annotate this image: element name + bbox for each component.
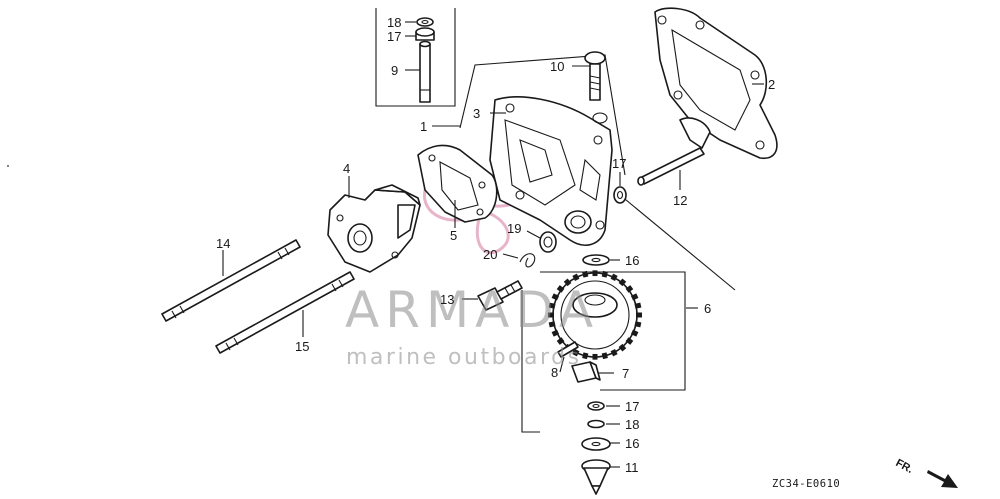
gear-tooth — [634, 321, 642, 328]
callout-2: 2 — [768, 77, 775, 92]
weight-7 — [571, 361, 601, 383]
pin-8 — [557, 341, 579, 358]
gear-tooth — [582, 352, 589, 360]
gear-tooth — [572, 273, 580, 282]
gear-assembly-box-6 — [540, 271, 686, 391]
callout-18-lower: 18 — [625, 417, 639, 432]
gear-tooth — [551, 329, 560, 337]
gear-tooth — [582, 270, 589, 278]
gear-tooth — [563, 278, 572, 287]
group-bracket-1 — [459, 54, 626, 176]
gear-tooth — [556, 337, 565, 345]
pump-housing-3 — [489, 96, 613, 246]
callout-4: 4 — [343, 161, 350, 176]
callout-11: 11 — [625, 460, 639, 475]
group-connector-line — [619, 194, 736, 291]
shaft-assembly-group-9 — [375, 8, 456, 107]
gear-tooth — [630, 293, 639, 301]
lower-group-bracket — [521, 290, 540, 433]
gear-tooth — [601, 352, 608, 360]
washer-18-top — [416, 17, 434, 27]
gear-tooth — [572, 348, 580, 357]
bolt-10 — [584, 51, 606, 101]
callout-20: 20 — [483, 247, 497, 262]
callout-16-lower: 16 — [625, 436, 639, 451]
bracket-4 — [327, 184, 421, 273]
seal-17-right — [613, 186, 627, 204]
gear-tooth — [610, 348, 618, 357]
gear-6 — [548, 270, 642, 360]
callout-17-lower: 17 — [625, 399, 639, 414]
callout-6: 6 — [704, 301, 711, 316]
callout-9: 9 — [391, 63, 398, 78]
washer-17-lower — [587, 401, 605, 411]
callout-13: 13 — [440, 292, 454, 307]
watermark-brand: ARMADA — [345, 281, 599, 339]
clip-20 — [519, 253, 536, 268]
stud-14 — [161, 239, 301, 322]
gear-tooth — [625, 285, 634, 293]
washer-16-lower — [581, 437, 611, 451]
callout-15: 15 — [295, 339, 309, 354]
gear-tooth — [625, 337, 634, 345]
gear-tooth — [551, 293, 560, 301]
stud-15 — [215, 271, 355, 354]
callout-10: 10 — [550, 59, 564, 74]
leader-lines — [222, 65, 764, 468]
gear-tooth — [556, 285, 565, 293]
gasket-5 — [417, 144, 498, 223]
callout-17-right: 17 — [612, 156, 626, 171]
callout-1: 1 — [420, 119, 427, 134]
clip-18-lower — [587, 419, 605, 429]
callout-18-top: 18 — [387, 15, 401, 30]
callout-3: 3 — [473, 106, 480, 121]
gear-tooth — [634, 302, 642, 309]
callout-17-top: 17 — [387, 29, 401, 44]
seal-19 — [539, 231, 557, 253]
gear-tooth — [548, 321, 556, 328]
callout-5: 5 — [450, 228, 457, 243]
watermark-tagline: marine outboards — [346, 345, 582, 370]
gear-tooth — [618, 343, 627, 352]
front-marker-label: FR. — [894, 457, 915, 476]
gear-tooth — [618, 278, 627, 287]
gear-tooth — [610, 273, 618, 282]
washer-16-upper — [582, 254, 610, 266]
gasket-2 — [654, 7, 778, 160]
callout-8: 8 — [551, 365, 558, 380]
bolt-13 — [477, 280, 523, 311]
callout-19: 19 — [507, 221, 521, 236]
diagram-code: ZC34-E0610 — [772, 478, 840, 490]
callout-16-upper: 16 — [625, 253, 639, 268]
shaft-9 — [419, 43, 431, 103]
callout-labels: 18 17 9 10 2 3 1 4 17 12 5 19 14 20 16 1… — [216, 15, 775, 475]
gear-tooth — [548, 302, 556, 309]
callout-7: 7 — [622, 366, 629, 381]
plug-11 — [581, 459, 611, 495]
lever-12 — [637, 117, 711, 186]
callout-14: 14 — [216, 236, 230, 251]
callout-12: 12 — [673, 193, 687, 208]
gear-tooth — [601, 270, 608, 278]
front-arrow-icon: FR. — [894, 457, 958, 488]
gear-tooth — [630, 329, 639, 337]
